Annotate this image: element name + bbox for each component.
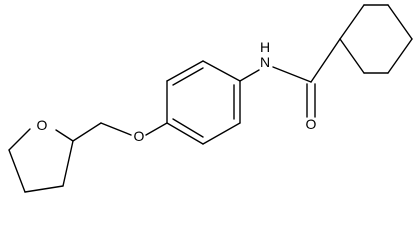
bond <box>8 149 26 193</box>
benzene-ring <box>166 60 260 145</box>
bond <box>339 4 365 40</box>
cyclohexane-ring <box>339 4 413 74</box>
ring-oxygen-label: O <box>37 117 48 133</box>
bond <box>166 60 204 82</box>
bond <box>202 122 241 145</box>
ether-oxygen-label: O <box>134 128 145 144</box>
bond <box>8 128 31 151</box>
chemical-structure-diagram: N H O O O <box>8 4 413 193</box>
bond <box>24 185 64 193</box>
aromatic-bond <box>172 118 204 138</box>
ether-linkage <box>72 122 168 142</box>
bond <box>62 140 74 187</box>
bond <box>100 122 132 136</box>
bond <box>145 122 168 136</box>
carbonyl-oxygen-label: O <box>306 116 317 132</box>
bond <box>72 122 102 142</box>
amide-group <box>272 38 341 118</box>
tetrahydrofuran-ring <box>8 128 74 193</box>
bond <box>387 38 413 74</box>
hydrogen-label: H <box>260 39 270 55</box>
bond <box>239 69 260 82</box>
nitrogen-label: N <box>260 54 270 70</box>
bond <box>272 66 312 83</box>
bond <box>202 60 241 82</box>
aromatic-bond <box>172 67 204 86</box>
bond <box>55 129 74 142</box>
bond <box>387 4 413 40</box>
bond <box>339 38 365 74</box>
bond <box>310 38 341 83</box>
bond <box>166 122 204 145</box>
